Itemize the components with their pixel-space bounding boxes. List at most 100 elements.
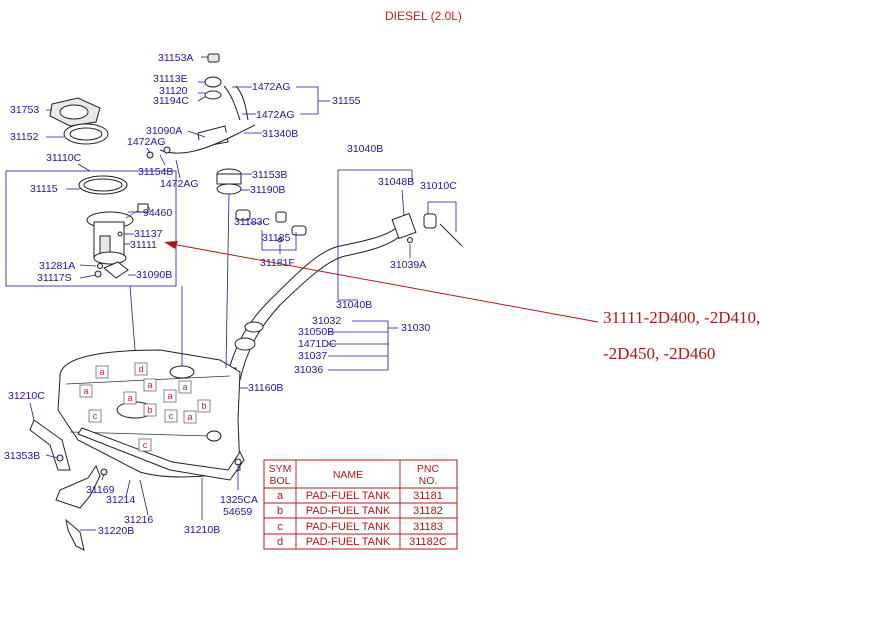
pad-marker <box>164 409 178 423</box>
part-drawings <box>5 53 463 551</box>
part-label: 31169 <box>86 484 115 496</box>
pad-symbol-label: d <box>138 364 143 374</box>
part-label: 31115 <box>30 183 58 195</box>
pad-symbol-label: a <box>147 380 152 390</box>
table-header-name: NAME <box>333 469 363 481</box>
pad-legend-table: SYM BOL NAME PNC NO. a PAD-FUEL TANK 311… <box>263 459 458 550</box>
pad-marker <box>88 409 102 423</box>
table-row: PAD-FUEL TANK <box>306 521 391 533</box>
pad-symbol-label: a <box>99 367 104 377</box>
table-row: d <box>277 536 283 548</box>
part-label: 31090A <box>146 125 182 137</box>
part-label: 31113E <box>153 73 188 85</box>
part-label: 31030 <box>401 322 430 334</box>
part-label: 31037 <box>298 350 327 362</box>
pad-marker <box>183 410 197 424</box>
pad-marker <box>134 362 148 376</box>
pad-marker <box>123 391 137 405</box>
part-label: 31210C <box>8 390 45 402</box>
part-label: 31039A <box>390 259 426 271</box>
part-label: 31117S <box>37 272 72 284</box>
part-label: 31185 <box>262 232 291 244</box>
part-label: 31040B <box>347 143 383 155</box>
part-label: 31040B <box>336 299 372 311</box>
table-row: PAD-FUEL TANK <box>306 505 391 517</box>
part-label: 31152 <box>10 131 39 143</box>
pad-symbol-label: a <box>182 382 187 392</box>
part-label: 31010C <box>420 180 457 192</box>
part-label: 31048B <box>378 176 414 188</box>
table-row: 31181 <box>413 490 443 502</box>
part-label: 31216 <box>124 514 153 526</box>
callout-line-1: 31111-2D400, -2D410, <box>603 308 760 327</box>
part-label: 31111 <box>130 239 157 251</box>
part-labels: 31153A 31113E 31120 31194C 1472AG 31155 … <box>4 52 457 537</box>
part-label: 94460 <box>143 207 172 219</box>
table-row: 31183 <box>413 521 443 533</box>
part-label: 31137 <box>134 228 163 240</box>
pad-marker <box>163 389 177 403</box>
pad-symbol-label: c <box>169 411 174 421</box>
part-label: 31220B <box>98 525 134 537</box>
part-label: 31154B <box>138 166 173 178</box>
part-label: 31353B <box>4 450 40 462</box>
part-label: 31190B <box>250 184 285 196</box>
part-label: 31281A <box>39 260 75 272</box>
table-row: c <box>277 521 283 533</box>
table-header-pnc-2: NO. <box>419 475 438 487</box>
table-header-symbol-2: BOL <box>269 475 290 487</box>
part-label: 31160B <box>248 382 283 394</box>
table-row: 31182C <box>409 536 447 548</box>
part-label: 31036 <box>294 364 323 376</box>
part-label: 1472AG <box>127 136 166 148</box>
part-label: 1472AG <box>252 81 291 93</box>
part-label: 31153B <box>252 169 287 181</box>
table-row: PAD-FUEL TANK <box>306 490 391 502</box>
part-label: 31153A <box>158 52 193 64</box>
part-label: 31340B <box>262 128 298 140</box>
pad-symbol-label: b <box>147 405 152 415</box>
part-label: 31120 <box>159 85 188 97</box>
pad-symbol-label: a <box>83 386 88 396</box>
pad-marker <box>143 403 157 417</box>
table-row: a <box>277 490 284 502</box>
part-label: 1472AG <box>160 178 199 190</box>
pad-marker <box>197 399 211 413</box>
table-header-pnc: PNC <box>417 463 440 475</box>
pad-marker <box>138 438 152 452</box>
pad-marker <box>79 384 93 398</box>
callout: 31111-2D400, -2D410, -2D450, -2D460 <box>164 241 760 363</box>
diagram-title: DIESEL (2.0L) <box>385 9 462 23</box>
part-label: 31090B <box>136 269 172 281</box>
leader-lines <box>29 56 457 531</box>
pad-symbol-label: b <box>201 401 206 411</box>
part-label: 31155 <box>332 95 361 107</box>
pad-symbol-label: a <box>127 393 132 403</box>
pad-marker <box>178 380 192 394</box>
table-header-symbol: SYM <box>269 463 292 475</box>
part-label: 31194C <box>153 95 189 107</box>
table-row: PAD-FUEL TANK <box>306 536 391 548</box>
pad-symbol-label: c <box>93 411 98 421</box>
pad-symbol-label: a <box>167 391 172 401</box>
part-label: 31110C <box>46 152 82 164</box>
part-label: 1325CA <box>220 494 258 506</box>
pad-marker <box>95 365 109 379</box>
callout-line-2: -2D450, -2D460 <box>603 344 715 363</box>
part-label: 31183C <box>234 216 270 228</box>
part-label: 31050B <box>298 326 334 338</box>
part-label: 31032 <box>312 315 341 327</box>
pad-symbol-label: a <box>187 412 192 422</box>
pad-symbol-label: c <box>143 440 148 450</box>
part-label: 54659 <box>223 506 252 518</box>
part-label: 31214 <box>106 494 135 506</box>
table-row: b <box>277 505 283 517</box>
part-label: 31210B <box>184 524 220 536</box>
pad-marker <box>143 378 157 392</box>
table-row: 31182 <box>413 505 443 517</box>
part-label: 31753 <box>10 104 39 116</box>
part-label: 1472AG <box>256 109 295 121</box>
part-label: 1471DC <box>298 338 337 350</box>
